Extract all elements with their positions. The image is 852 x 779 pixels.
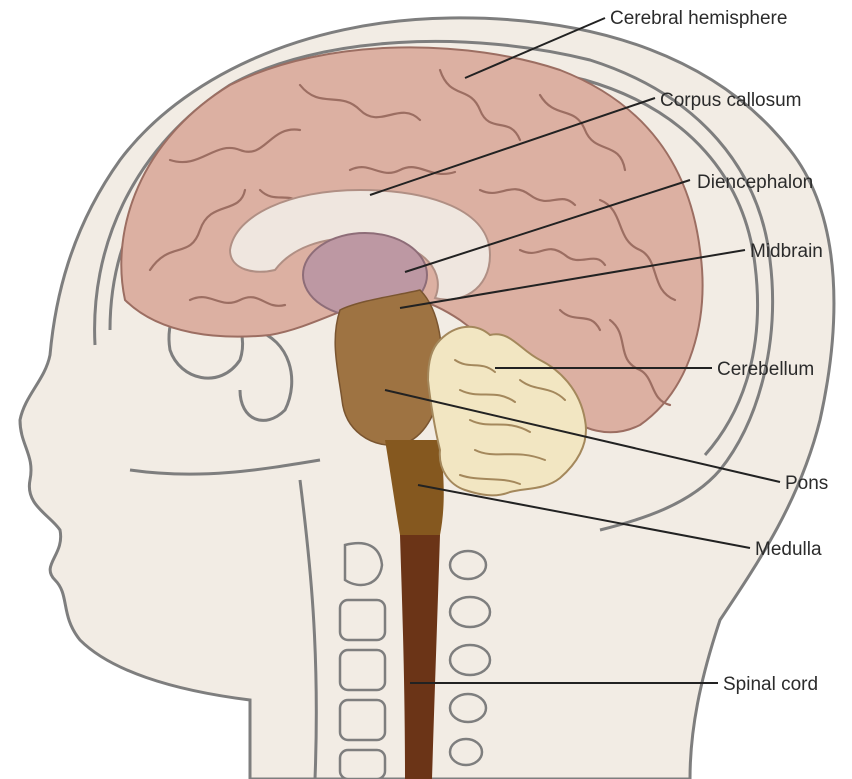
midbrain-pons <box>335 290 442 445</box>
label-pons: Pons <box>785 473 828 494</box>
label-cerebellum: Cerebellum <box>717 359 814 380</box>
label-diencephalon: Diencephalon <box>697 172 813 193</box>
label-medulla: Medulla <box>755 539 822 560</box>
label-corpus-callosum: Corpus callosum <box>660 90 802 111</box>
label-spinal-cord: Spinal cord <box>723 674 818 695</box>
label-cerebral-hemisphere: Cerebral hemisphere <box>610 8 787 29</box>
label-midbrain: Midbrain <box>750 241 823 262</box>
